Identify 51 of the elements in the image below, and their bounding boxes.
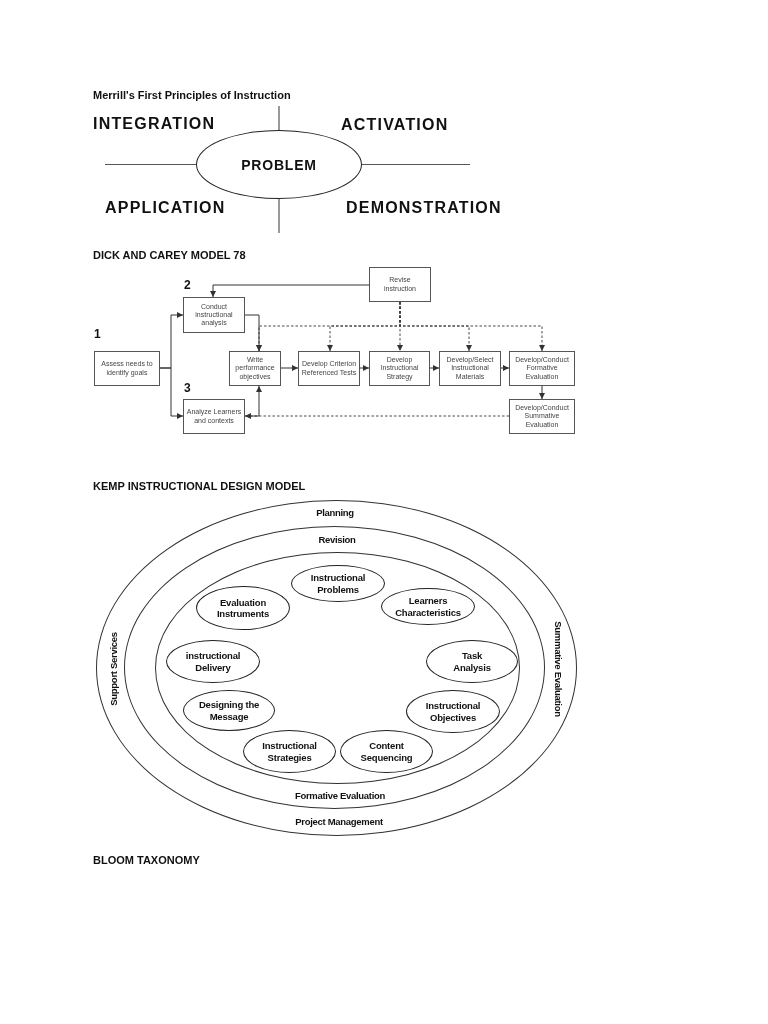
section-heading: BLOOM TAXONOMY	[93, 853, 200, 867]
step-ellipse	[426, 640, 518, 683]
ring-label: Planning	[316, 507, 354, 519]
ring-label: Summative Evaluation	[552, 621, 564, 717]
ring-label: Project Management	[295, 816, 383, 828]
node-label: PROBLEM	[241, 156, 317, 173]
section-heading: Merrill's First Principles of Instruction	[93, 88, 291, 102]
node-label: Learners Characteristics	[394, 595, 462, 618]
process-box	[298, 351, 360, 386]
connector-arrow	[280, 365, 299, 371]
connector-arrow	[500, 365, 510, 371]
process-box	[369, 267, 431, 302]
step-ellipse	[243, 730, 336, 773]
step-number: 2	[184, 279, 191, 291]
step-ellipse	[196, 586, 290, 630]
step-ellipse	[291, 565, 385, 602]
middle-ellipse	[124, 526, 545, 809]
step-number: 3	[184, 382, 191, 394]
process-box	[183, 297, 245, 333]
quadrant-label: APPLICATION	[105, 200, 226, 216]
node-label: Instructional Strategies	[261, 740, 318, 763]
quadrant-label: DEMONSTRATION	[346, 200, 502, 216]
step-ellipse	[340, 730, 433, 773]
connector-arrow	[244, 385, 262, 417]
ring-label: Formative Evaluation	[294, 790, 386, 802]
process-box	[183, 399, 245, 434]
node-label: Designing the Message	[197, 699, 261, 722]
connector-arrow	[210, 284, 370, 298]
node-label: Task Analysis	[452, 650, 492, 673]
ring-label: Revision	[318, 534, 356, 546]
quadrant-label: INTEGRATION	[93, 116, 216, 132]
section-heading: DICK AND CAREY MODEL 78	[93, 248, 246, 262]
step-ellipse	[381, 588, 475, 625]
process-box	[369, 351, 430, 386]
quadrant-label: ACTIVATION	[341, 117, 449, 133]
node-label: Instructional Objectives	[424, 700, 482, 723]
section-heading: KEMP INSTRUCTIONAL DESIGN MODEL	[93, 479, 306, 493]
node-label: Instructional Problems	[309, 572, 367, 595]
step-ellipse	[183, 690, 275, 731]
step-ellipse	[406, 690, 500, 733]
connector-arrow	[539, 385, 545, 400]
process-box	[439, 351, 501, 386]
ring-label: Support Services	[108, 632, 120, 706]
step-number: 1	[94, 328, 101, 340]
connector-arrow	[359, 365, 370, 371]
node-label: Evaluation Instruments	[215, 596, 271, 620]
connector-arrow	[429, 365, 440, 371]
process-box	[94, 351, 160, 386]
node-label: Content Sequencing	[359, 740, 414, 763]
node-label: instructional Delivery	[184, 650, 242, 673]
connector-arrow	[159, 367, 184, 419]
